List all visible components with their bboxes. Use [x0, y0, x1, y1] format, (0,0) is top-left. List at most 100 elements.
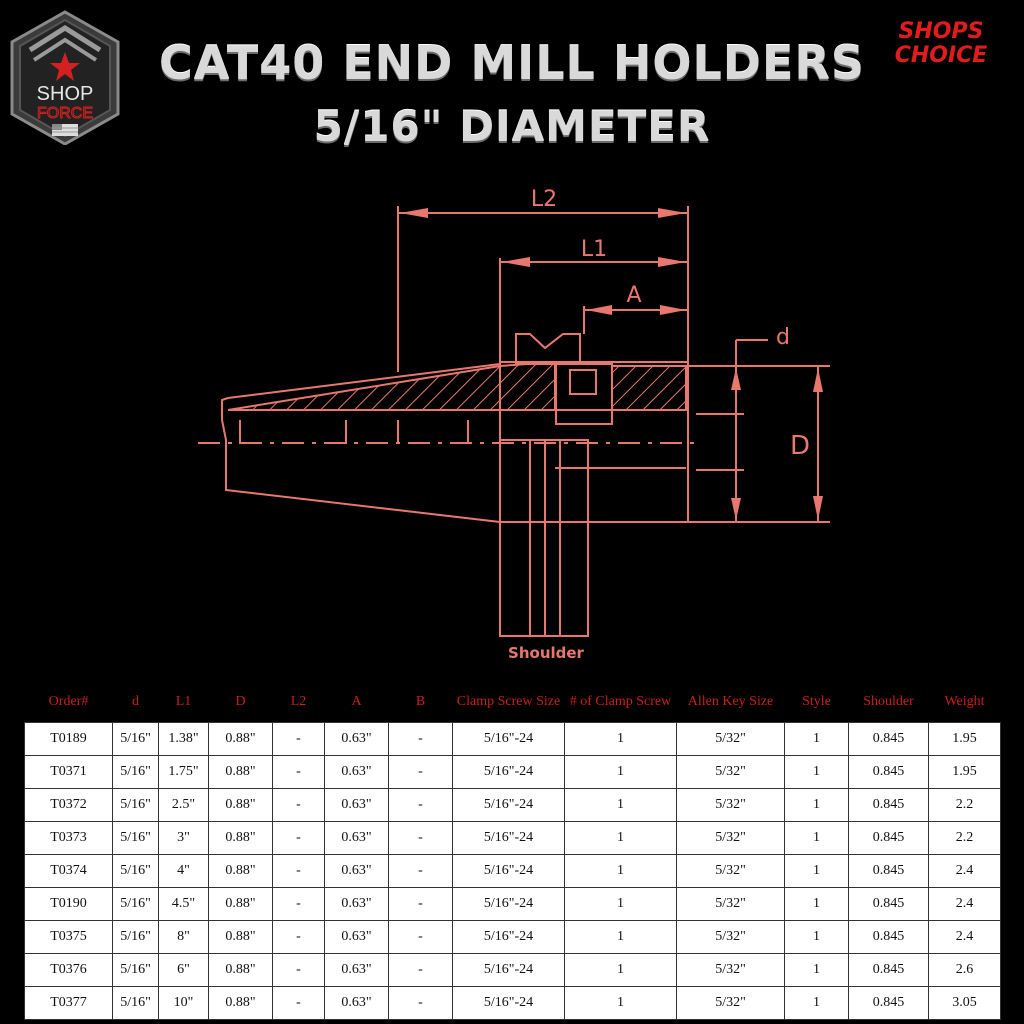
table-cell: - [388, 920, 453, 954]
col-header: A [324, 680, 389, 723]
table-cell: 0.845 [848, 722, 929, 756]
table-cell: 1 [564, 854, 677, 888]
table-cell: 0.845 [848, 887, 929, 921]
table-cell: 0.63" [324, 821, 389, 855]
table-cell: - [272, 887, 325, 921]
logo-right-line2: CHOICE [895, 43, 988, 68]
table-cell: 2.4 [928, 854, 1001, 888]
table-cell: 1 [564, 920, 677, 954]
table-cell: 10" [158, 986, 209, 1020]
table-cell: 0.845 [848, 854, 929, 888]
table-cell: 0.88" [208, 755, 273, 789]
table-cell: 2.4 [928, 887, 1001, 921]
col-header: B [388, 680, 453, 723]
table-cell: 5/16" [112, 788, 159, 822]
table-cell: T0375 [24, 920, 113, 954]
table-cell: 1 [784, 887, 849, 921]
table-cell: 1 [784, 986, 849, 1020]
table-cell: 1 [784, 788, 849, 822]
table-cell: 1 [784, 854, 849, 888]
table-cell: - [388, 788, 453, 822]
logo-right-line1: SHOPS [899, 19, 984, 44]
table-cell: 4.5" [158, 887, 209, 921]
table-cell: 2.6 [928, 953, 1001, 987]
table-cell: 0.88" [208, 920, 273, 954]
table-cell: 5/16" [112, 887, 159, 921]
table-cell: 0.845 [848, 755, 929, 789]
table-cell: 2.5" [158, 788, 209, 822]
col-header: Clamp Screw Size [452, 680, 565, 723]
table-cell: T0371 [24, 755, 113, 789]
table-cell: 5/16"-24 [452, 854, 565, 888]
table-cell: 0.845 [848, 788, 929, 822]
col-header: Weight [928, 680, 1001, 723]
table-cell: 8" [158, 920, 209, 954]
tool-holder-diagram: L2 L1 A d D Shoulder [198, 187, 830, 662]
table-cell: T0372 [24, 788, 113, 822]
table-cell: 0.63" [324, 788, 389, 822]
table-cell: 2.2 [928, 821, 1001, 855]
col-header: # of Clamp Screw [564, 680, 677, 723]
table-cell: 5/32" [676, 821, 785, 855]
table-cell: 5/16" [112, 986, 159, 1020]
table-cell: 0.63" [324, 755, 389, 789]
shop-force-logo: SHOP FORCE [10, 10, 120, 145]
spec-table: Order# d L1 D L2 A B Clamp Screw Size # … [24, 680, 1001, 1020]
table-cell: T0373 [24, 821, 113, 855]
label-d-small: d [776, 325, 790, 350]
table-cell: 0.845 [848, 821, 929, 855]
table-cell: 5/32" [676, 755, 785, 789]
table-cell: 0.63" [324, 986, 389, 1020]
table-cell: 0.88" [208, 788, 273, 822]
table-cell: 0.845 [848, 986, 929, 1020]
table-cell: 1.38" [158, 722, 209, 756]
table-cell: - [272, 986, 325, 1020]
table-cell: 1 [564, 887, 677, 921]
table-cell: 5/16"-24 [452, 821, 565, 855]
table-cell: 0.845 [848, 953, 929, 987]
table-cell: 0.63" [324, 920, 389, 954]
col-header: Allen Key Size [676, 680, 785, 723]
label-l1: L1 [581, 237, 607, 262]
table-cell: - [272, 854, 325, 888]
table-cell: 0.88" [208, 887, 273, 921]
table-cell: T0376 [24, 953, 113, 987]
table-cell: - [388, 821, 453, 855]
label-shoulder: Shoulder [508, 644, 585, 662]
table-cell: - [272, 755, 325, 789]
table-cell: 0.63" [324, 953, 389, 987]
table-cell: 1 [564, 821, 677, 855]
table-cell: 5/16" [112, 953, 159, 987]
table-cell: 1.95 [928, 755, 1001, 789]
table-cell: 0.63" [324, 854, 389, 888]
table-cell: 1.95 [928, 722, 1001, 756]
logo-left-line1: SHOP [37, 83, 94, 105]
table-cell: 0.88" [208, 986, 273, 1020]
table-cell: 1 [784, 722, 849, 756]
table-cell: 1 [564, 788, 677, 822]
table-cell: 5/16"-24 [452, 755, 565, 789]
table-cell: T0190 [24, 887, 113, 921]
table-cell: 3.05 [928, 986, 1001, 1020]
table-cell: 0.88" [208, 953, 273, 987]
table-cell: 5/32" [676, 887, 785, 921]
table-cell: 5/32" [676, 722, 785, 756]
table-cell: 2.2 [928, 788, 1001, 822]
table-cell: T0377 [24, 986, 113, 1020]
table-cell: T0189 [24, 722, 113, 756]
table-cell: T0374 [24, 854, 113, 888]
table-cell: - [272, 920, 325, 954]
label-d-large: D [790, 431, 810, 461]
table-cell: 2.4 [928, 920, 1001, 954]
table-cell: 5/16"-24 [452, 788, 565, 822]
col-header: Order# [24, 680, 113, 723]
table-cell: 5/32" [676, 986, 785, 1020]
table-cell: 5/16"-24 [452, 920, 565, 954]
